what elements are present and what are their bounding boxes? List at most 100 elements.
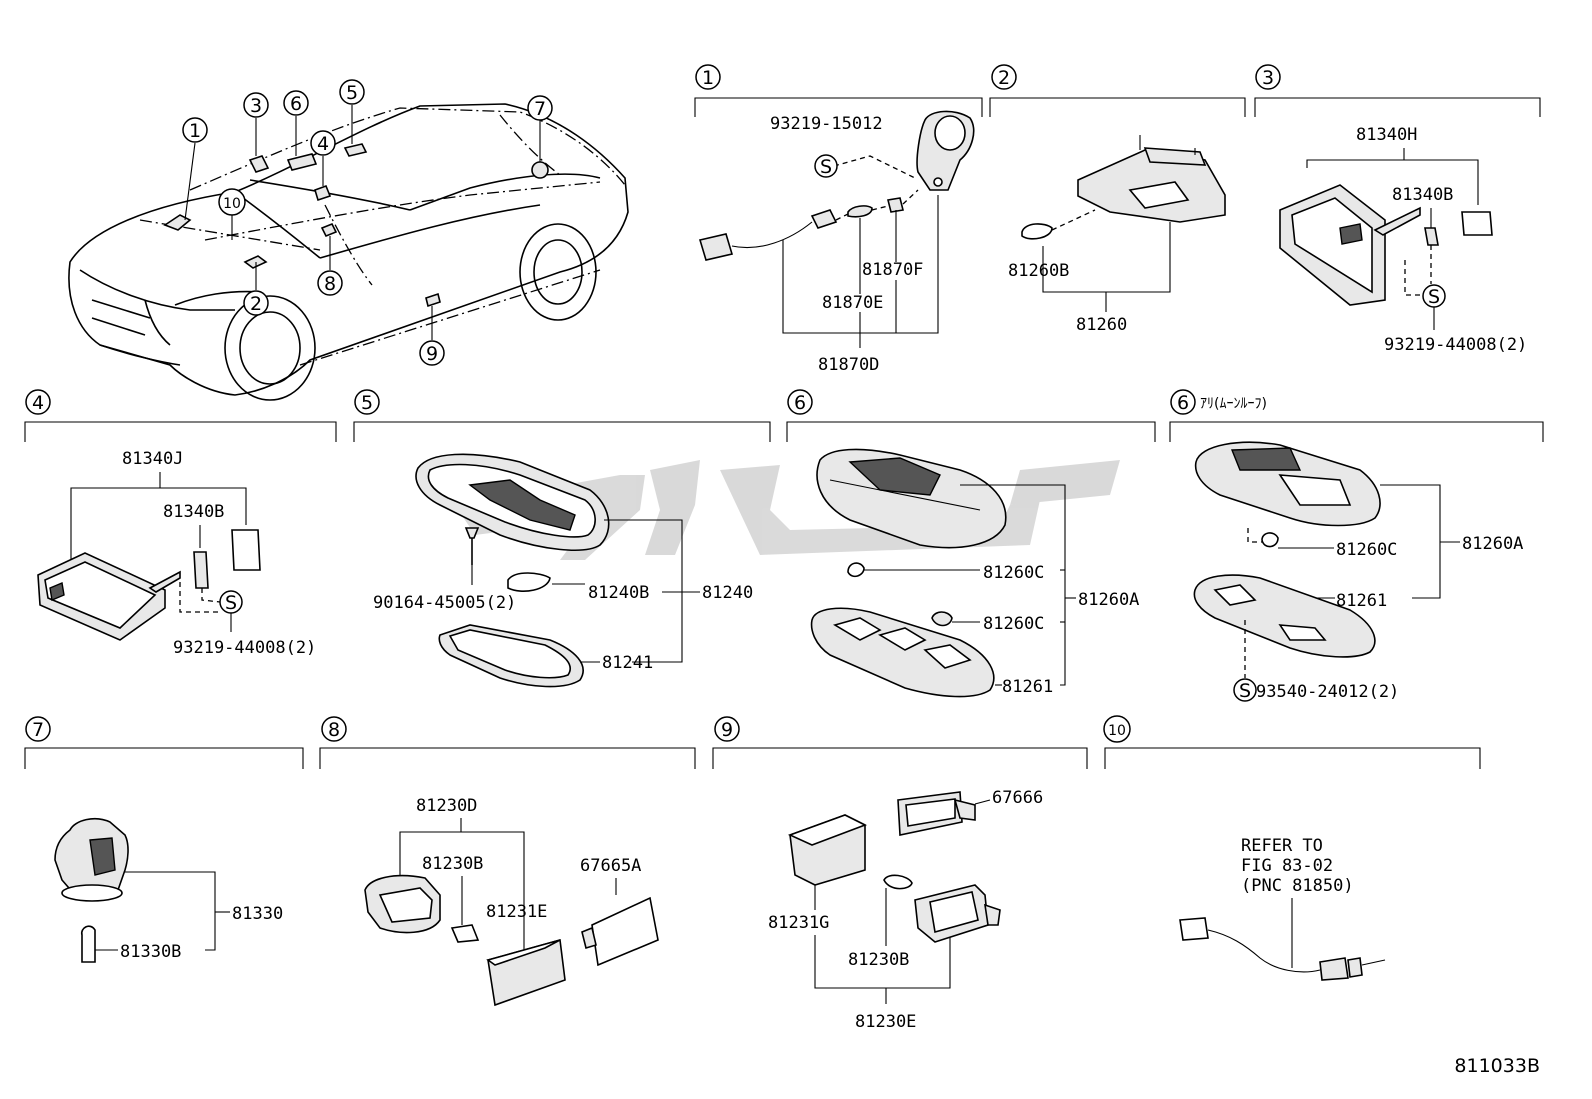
part-number-81240[interactable]: 81240 bbox=[702, 583, 753, 603]
part-number-81870f[interactable]: 81870F bbox=[862, 260, 923, 280]
section-2-badge[interactable]: 2 bbox=[991, 64, 1017, 90]
part-number-81340j[interactable]: 81340J bbox=[122, 449, 183, 469]
car-callout-3[interactable]: 3 bbox=[243, 92, 269, 118]
part-number-67666[interactable]: 67666 bbox=[992, 788, 1043, 808]
car-overview: 1 2 3 4 5 6 7 8 9 10 bbox=[68, 79, 629, 401]
section-10: 10 REFER TO FIG 83-02 (PNC 81850) bbox=[1103, 715, 1481, 981]
part-number-81340b-4[interactable]: 81340B bbox=[163, 502, 224, 522]
part-number-81870d[interactable]: 81870D bbox=[818, 355, 879, 375]
part-number-93540-24012[interactable]: 93540-24012(2) bbox=[1256, 682, 1399, 702]
section-9: 9 67666 81231G 81230B 81230E bbox=[712, 716, 1088, 1032]
car-callout-9[interactable]: 9 bbox=[419, 340, 445, 366]
svg-text:6: 6 bbox=[290, 93, 302, 115]
part-number-81261[interactable]: 81261 bbox=[1002, 677, 1053, 697]
section-3: 3 81340H 81340B S 93219-44008(2) bbox=[1254, 64, 1541, 355]
part-number-81340b[interactable]: 81340B bbox=[1392, 185, 1453, 205]
svg-text:8: 8 bbox=[324, 273, 336, 295]
section-9-badge[interactable]: 9 bbox=[714, 716, 740, 742]
part-number-81230e[interactable]: 81230E bbox=[855, 1012, 916, 1032]
svg-text:5: 5 bbox=[346, 82, 358, 104]
section-5-badge[interactable]: 5 bbox=[354, 389, 380, 415]
refer-to-line-1: REFER TO bbox=[1241, 836, 1323, 856]
section-5: 5 90164-45005(2) 81240B 81240 81241 bbox=[353, 389, 771, 688]
svg-text:9: 9 bbox=[426, 343, 438, 365]
svg-text:9: 9 bbox=[721, 719, 733, 741]
part-number-81870e[interactable]: 81870E bbox=[822, 293, 883, 313]
svg-text:10: 10 bbox=[223, 196, 241, 212]
svg-text:4: 4 bbox=[317, 133, 329, 155]
part-number-81340h[interactable]: 81340H bbox=[1356, 125, 1417, 145]
part-number-81230d[interactable]: 81230D bbox=[416, 796, 477, 816]
car-callout-5[interactable]: 5 bbox=[339, 79, 365, 105]
part-number-81260c-moonroof[interactable]: 81260C bbox=[1336, 540, 1397, 560]
car-callout-8[interactable]: 8 bbox=[317, 270, 343, 296]
svg-text:6: 6 bbox=[1177, 392, 1189, 414]
part-number-67665a[interactable]: 67665A bbox=[580, 856, 641, 876]
part-number-81230b[interactable]: 81230B bbox=[422, 854, 483, 874]
svg-text:2: 2 bbox=[998, 67, 1010, 89]
svg-text:S: S bbox=[820, 156, 832, 178]
part-number-81231g[interactable]: 81231G bbox=[768, 913, 829, 933]
part-number-81260a-moonroof[interactable]: 81260A bbox=[1462, 534, 1523, 554]
section-2: 2 81260B 81260 bbox=[989, 64, 1246, 335]
svg-text:5: 5 bbox=[361, 392, 373, 414]
part-number-81231e[interactable]: 81231E bbox=[486, 902, 547, 922]
svg-text:7: 7 bbox=[534, 98, 546, 120]
part-number-81330[interactable]: 81330 bbox=[232, 904, 283, 924]
part-number-81260a[interactable]: 81260A bbox=[1078, 590, 1139, 610]
section-3-badge[interactable]: 3 bbox=[1255, 64, 1281, 90]
svg-text:2: 2 bbox=[250, 293, 262, 315]
car-callout-1[interactable]: 1 bbox=[182, 117, 208, 143]
part-number-93219-15012[interactable]: 93219-15012 bbox=[770, 114, 883, 134]
part-number-81260b[interactable]: 81260B bbox=[1008, 261, 1069, 281]
section-10-badge[interactable]: 10 bbox=[1103, 715, 1131, 743]
part-number-81261-moonroof[interactable]: 81261 bbox=[1336, 591, 1387, 611]
part-number-93219-44008[interactable]: 93219-44008(2) bbox=[1384, 335, 1527, 355]
section-4: 4 81340J 81340B S 93219-44008(2) bbox=[24, 389, 337, 658]
part-number-81260[interactable]: 81260 bbox=[1076, 315, 1127, 335]
svg-text:8: 8 bbox=[328, 719, 340, 741]
svg-text:4: 4 bbox=[32, 392, 44, 414]
section-6: 6 81260C 81260C 81260A 81261 bbox=[786, 389, 1156, 698]
part-number-93219-44008-4[interactable]: 93219-44008(2) bbox=[173, 638, 316, 658]
svg-text:S: S bbox=[1239, 680, 1251, 702]
section-7: 7 81330 81330B bbox=[24, 716, 304, 963]
svg-text:1: 1 bbox=[189, 120, 201, 142]
screw-symbol-6b: S bbox=[1233, 678, 1257, 702]
car-callout-7[interactable]: 7 bbox=[527, 95, 553, 121]
svg-text:1: 1 bbox=[702, 67, 714, 89]
section-6b-badge[interactable]: 6 bbox=[1170, 389, 1196, 415]
svg-text:6: 6 bbox=[794, 392, 806, 414]
car-callout-10[interactable]: 10 bbox=[218, 188, 246, 216]
screw-symbol-3: S bbox=[1422, 284, 1446, 308]
section-7-badge[interactable]: 7 bbox=[25, 716, 51, 742]
refer-to-line-2: FIG 83-02 bbox=[1241, 856, 1333, 876]
car-callout-2[interactable]: 2 bbox=[243, 290, 269, 316]
svg-text:S: S bbox=[1428, 286, 1440, 308]
section-6-moonroof: 6 ｱﾘ(ﾑｰﾝﾙｰﾌ) 81260C 81260A 81261 S 93540… bbox=[1169, 389, 1544, 702]
section-6-badge[interactable]: 6 bbox=[787, 389, 813, 415]
svg-text:S: S bbox=[225, 592, 237, 614]
svg-text:10: 10 bbox=[1108, 723, 1126, 739]
part-number-90164-45005[interactable]: 90164-45005(2) bbox=[373, 593, 516, 613]
section-8: 8 81230D 81230B 81231E 67665A bbox=[319, 716, 696, 1007]
svg-text:3: 3 bbox=[250, 95, 262, 117]
svg-text:7: 7 bbox=[32, 719, 44, 741]
section-4-badge[interactable]: 4 bbox=[25, 389, 51, 415]
moonroof-note: ｱﾘ(ﾑｰﾝﾙｰﾌ) bbox=[1200, 396, 1267, 412]
screw-symbol-4: S bbox=[219, 590, 243, 614]
figure-id: 811033B bbox=[1454, 1055, 1540, 1077]
section-8-badge[interactable]: 8 bbox=[321, 716, 347, 742]
car-callout-4[interactable]: 4 bbox=[310, 130, 336, 156]
part-number-81260c-a[interactable]: 81260C bbox=[983, 563, 1044, 583]
part-number-81241[interactable]: 81241 bbox=[602, 653, 653, 673]
car-callout-6[interactable]: 6 bbox=[283, 90, 309, 116]
section-1-badge[interactable]: 1 bbox=[695, 64, 721, 90]
screw-symbol: S bbox=[814, 154, 838, 178]
part-number-81330b[interactable]: 81330B bbox=[120, 942, 181, 962]
part-number-81230b-9[interactable]: 81230B bbox=[848, 950, 909, 970]
part-number-81240b[interactable]: 81240B bbox=[588, 583, 649, 603]
section-1: 1 S 93219-15012 81870F 81870E 81870D bbox=[694, 64, 983, 375]
part-number-81260c-b[interactable]: 81260C bbox=[983, 614, 1044, 634]
